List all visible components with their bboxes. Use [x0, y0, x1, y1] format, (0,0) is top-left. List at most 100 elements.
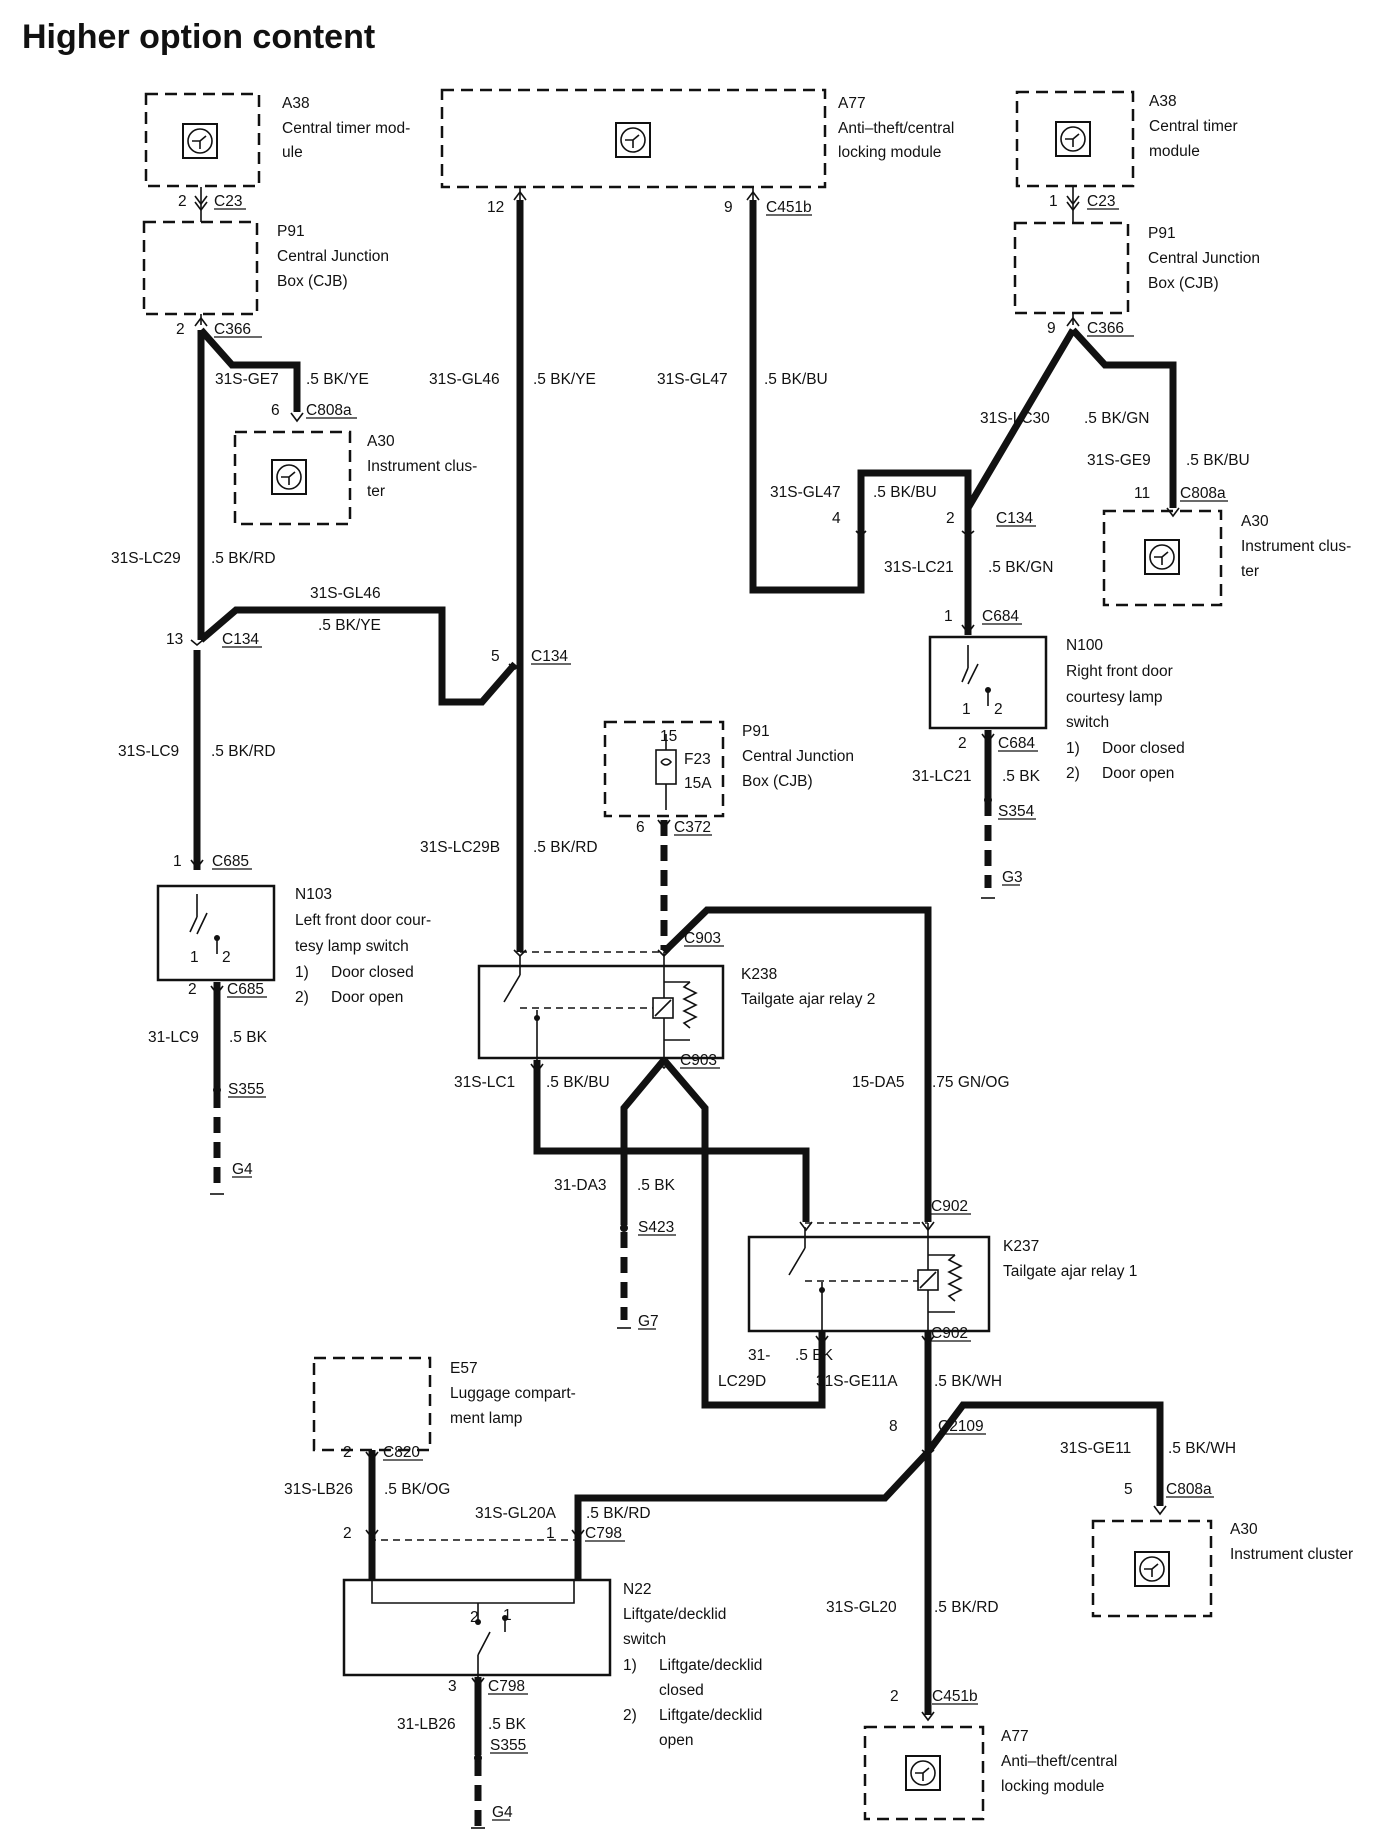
- a30-left-id: A30: [367, 433, 395, 450]
- conn-c451b-top: C451b: [766, 199, 812, 216]
- cjb-fuse-desc-1: Central Junction: [742, 748, 854, 765]
- wire-31sge9-spec: .5 BK/BU: [1186, 452, 1250, 469]
- n103-desc-1: Left front door cour-: [295, 912, 431, 929]
- wire-31sge11a-circuit: 31S-GE11A: [816, 1373, 898, 1390]
- module-a38-right: A38 Central timer module: [1015, 90, 1238, 188]
- connector-underlines: [212, 208, 1228, 1821]
- conn-c23-right: C23: [1087, 193, 1115, 210]
- n22-state-1-num: 1): [623, 1657, 637, 1674]
- wire-31lc21-circuit: 31-LC21: [912, 768, 971, 785]
- pin-c2109-8: 8: [889, 1418, 898, 1435]
- wire-31da3-lc29d: [620, 1057, 826, 1409]
- wire-31lc9-spec: .5 BK: [229, 1029, 268, 1046]
- pin-c798-1: 1: [546, 1525, 555, 1542]
- wire-31sge11-spec: .5 BK/WH: [1168, 1440, 1236, 1457]
- pin-cjb-left: 2: [176, 321, 185, 338]
- conn-c808a-bottom: C808a: [1166, 1481, 1212, 1498]
- pin-c798-3: 3: [448, 1678, 457, 1695]
- n22-state-2-num: 2): [623, 1707, 637, 1724]
- cjb-left-desc-2: Box (CJB): [277, 273, 348, 290]
- a38-right-desc-1: Central timer: [1149, 118, 1238, 135]
- n100-state-1: Door closed: [1102, 740, 1185, 757]
- n22-state-2b: open: [659, 1732, 693, 1749]
- fuse-input-pin: 15: [660, 728, 677, 745]
- pin-c808a-11: 11: [1134, 485, 1150, 502]
- wire-labels: 31S-GE7 .5 BK/YE 31S-GL46 .5 BK/YE 31S-G…: [111, 371, 1250, 1733]
- n103-id: N103: [295, 886, 332, 903]
- n22-state-1a: Liftgate/decklid: [659, 1657, 762, 1674]
- wire-15da5-spec: .75 GN/OG: [932, 1074, 1010, 1091]
- wire-31sge9: [1070, 327, 1177, 508]
- a30-bottom-id: A30: [1230, 1521, 1258, 1538]
- n22-id: N22: [623, 1581, 651, 1598]
- pin-c685-2: 2: [188, 981, 197, 998]
- splice-s355-left-label: S355: [228, 1081, 264, 1098]
- connector-markers: [190, 190, 1180, 1722]
- wire-31sgl47-mid-spec: .5 BK/BU: [873, 484, 937, 501]
- n22-state-1b: closed: [659, 1682, 704, 1699]
- pin-cjb-right: 9: [1047, 320, 1056, 337]
- a30-left-desc-2: ter: [367, 483, 385, 500]
- n103-state-2-num: 2): [295, 989, 309, 1006]
- conn-c23-left: C23: [214, 193, 242, 210]
- conn-c366-right: C366: [1087, 320, 1124, 337]
- a77-top-id: A77: [838, 95, 866, 112]
- a30-left-desc-1: Instrument clus-: [367, 458, 477, 475]
- module-icon: [1144, 539, 1180, 575]
- wire-31sge7-circuit: 31S-GE7: [215, 371, 279, 388]
- n100-state-2: Door open: [1102, 765, 1174, 782]
- pin-c134-4: 4: [832, 510, 841, 527]
- n100-desc-2: courtesy lamp: [1066, 689, 1162, 706]
- e57-id: E57: [450, 1360, 478, 1377]
- conn-c903-bot: C903: [680, 1052, 717, 1069]
- k238-id: K238: [741, 966, 777, 983]
- conn-c685-bot: C685: [227, 981, 264, 998]
- cjb-fuse-id: P91: [742, 723, 770, 740]
- pin-c451b-2: 2: [890, 1688, 899, 1705]
- pin-c134-5: 5: [491, 648, 500, 665]
- left-door-switch-n103: 1 2 N103 Left front door cour- tesy lamp…: [156, 884, 431, 1006]
- n100-desc-1: Right front door: [1066, 663, 1173, 680]
- pin-c134-13: 13: [166, 631, 183, 648]
- wire-31slc29-spec: .5 BK/RD: [211, 550, 276, 567]
- wire-31slc9-circuit: 31S-LC9: [118, 743, 179, 760]
- instrument-cluster-a30-left: A30 Instrument clus- ter: [233, 430, 477, 526]
- conn-c903-top: C903: [684, 930, 721, 947]
- conn-c685-top: C685: [212, 853, 249, 870]
- n103-contact-2: 2: [222, 949, 231, 966]
- cjb-p91-right: P91 Central Junction Box (CJB): [1013, 221, 1260, 315]
- fuse-id: F23: [684, 751, 711, 768]
- wire-31sgl47-mid-circuit: 31S-GL47: [770, 484, 841, 501]
- wire-31sge11: [925, 1401, 1164, 1506]
- wire-31sgl46-mid: [198, 606, 518, 706]
- splice-dots: [213, 796, 992, 1762]
- module-icon: [905, 1755, 941, 1791]
- wire-31lc29d-circuit-a: 31-: [748, 1347, 770, 1364]
- wire-31sgl46-mid-circuit: 31S-GL46: [310, 585, 381, 602]
- wire-31slc9-spec: .5 BK/RD: [211, 743, 276, 760]
- wires: [193, 187, 1177, 1830]
- wire-31slc1: [533, 1060, 810, 1222]
- splice-s354-label: S354: [998, 803, 1035, 820]
- n103-contact-1: 1: [190, 949, 199, 966]
- wire-31slc29-circuit: 31S-LC29: [111, 550, 181, 567]
- a38-left-id: A38: [282, 95, 310, 112]
- n103-desc-2: tesy lamp switch: [295, 938, 409, 955]
- wire-31slc1-circuit: 31S-LC1: [454, 1074, 515, 1091]
- wire-31slc21-circuit: 31S-LC21: [884, 559, 954, 576]
- wire-31sgl20a-spec: .5 BK/RD: [586, 1505, 651, 1522]
- n100-contact-2: 2: [994, 701, 1003, 718]
- wire-31sgl20-circuit: 31S-GL20: [826, 1599, 897, 1616]
- pin-c684-1: 1: [944, 608, 953, 625]
- conn-c366-left: C366: [214, 321, 251, 338]
- splice-s355-bottom-label: S355: [490, 1737, 526, 1754]
- n22-desc-2: switch: [623, 1631, 666, 1648]
- n22-desc-1: Liftgate/decklid: [623, 1606, 726, 1623]
- conn-c684-top: C684: [982, 608, 1019, 625]
- splice-s423: [620, 1224, 628, 1232]
- relay-k237: K237 Tailgate ajar relay 1: [747, 1222, 1137, 1333]
- wire-31sgl47-top-spec: .5 BK/BU: [764, 371, 828, 388]
- conn-c684-bot: C684: [998, 735, 1035, 752]
- a77-bottom-id: A77: [1001, 1728, 1029, 1745]
